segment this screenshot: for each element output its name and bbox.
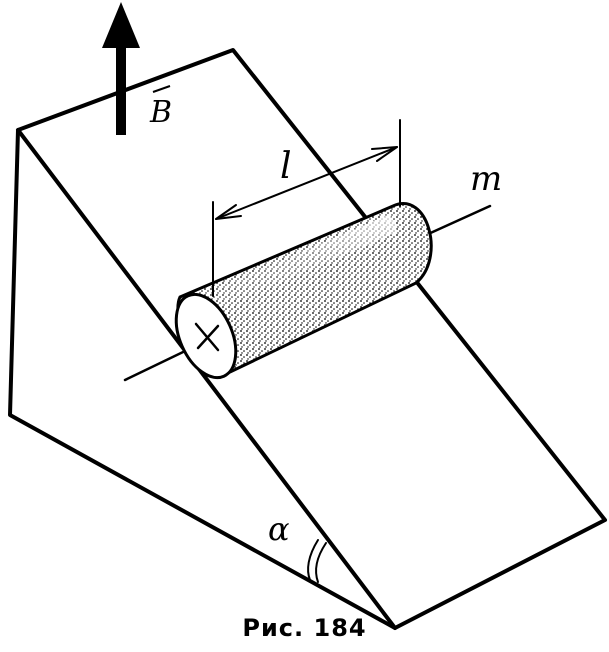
length-dimension: l xyxy=(212,119,401,297)
rod-end-cross xyxy=(194,322,220,352)
field-arrow-head xyxy=(102,2,140,48)
angle-arc-outer xyxy=(307,539,319,581)
angle-arc-inner xyxy=(315,542,327,583)
angle-label: α xyxy=(268,510,290,548)
dimension-line xyxy=(215,146,398,220)
dimension-arrow-left xyxy=(215,204,242,220)
rod xyxy=(174,202,433,380)
field-arrow-shaft xyxy=(116,45,126,135)
field-vector-bar xyxy=(152,85,171,93)
figure-caption: Рис. 184 xyxy=(242,614,367,642)
length-label: l xyxy=(280,146,292,187)
mass-label: m xyxy=(470,159,502,199)
wedge-front-edge xyxy=(16,128,397,630)
field-label: B xyxy=(149,95,172,130)
wedge-outline xyxy=(8,48,607,630)
field-arrow: B xyxy=(102,2,172,135)
rod-highlight xyxy=(188,214,398,318)
wedge xyxy=(8,48,607,630)
dimension-arrow-right xyxy=(371,146,398,162)
angle-marker: α xyxy=(268,510,327,583)
